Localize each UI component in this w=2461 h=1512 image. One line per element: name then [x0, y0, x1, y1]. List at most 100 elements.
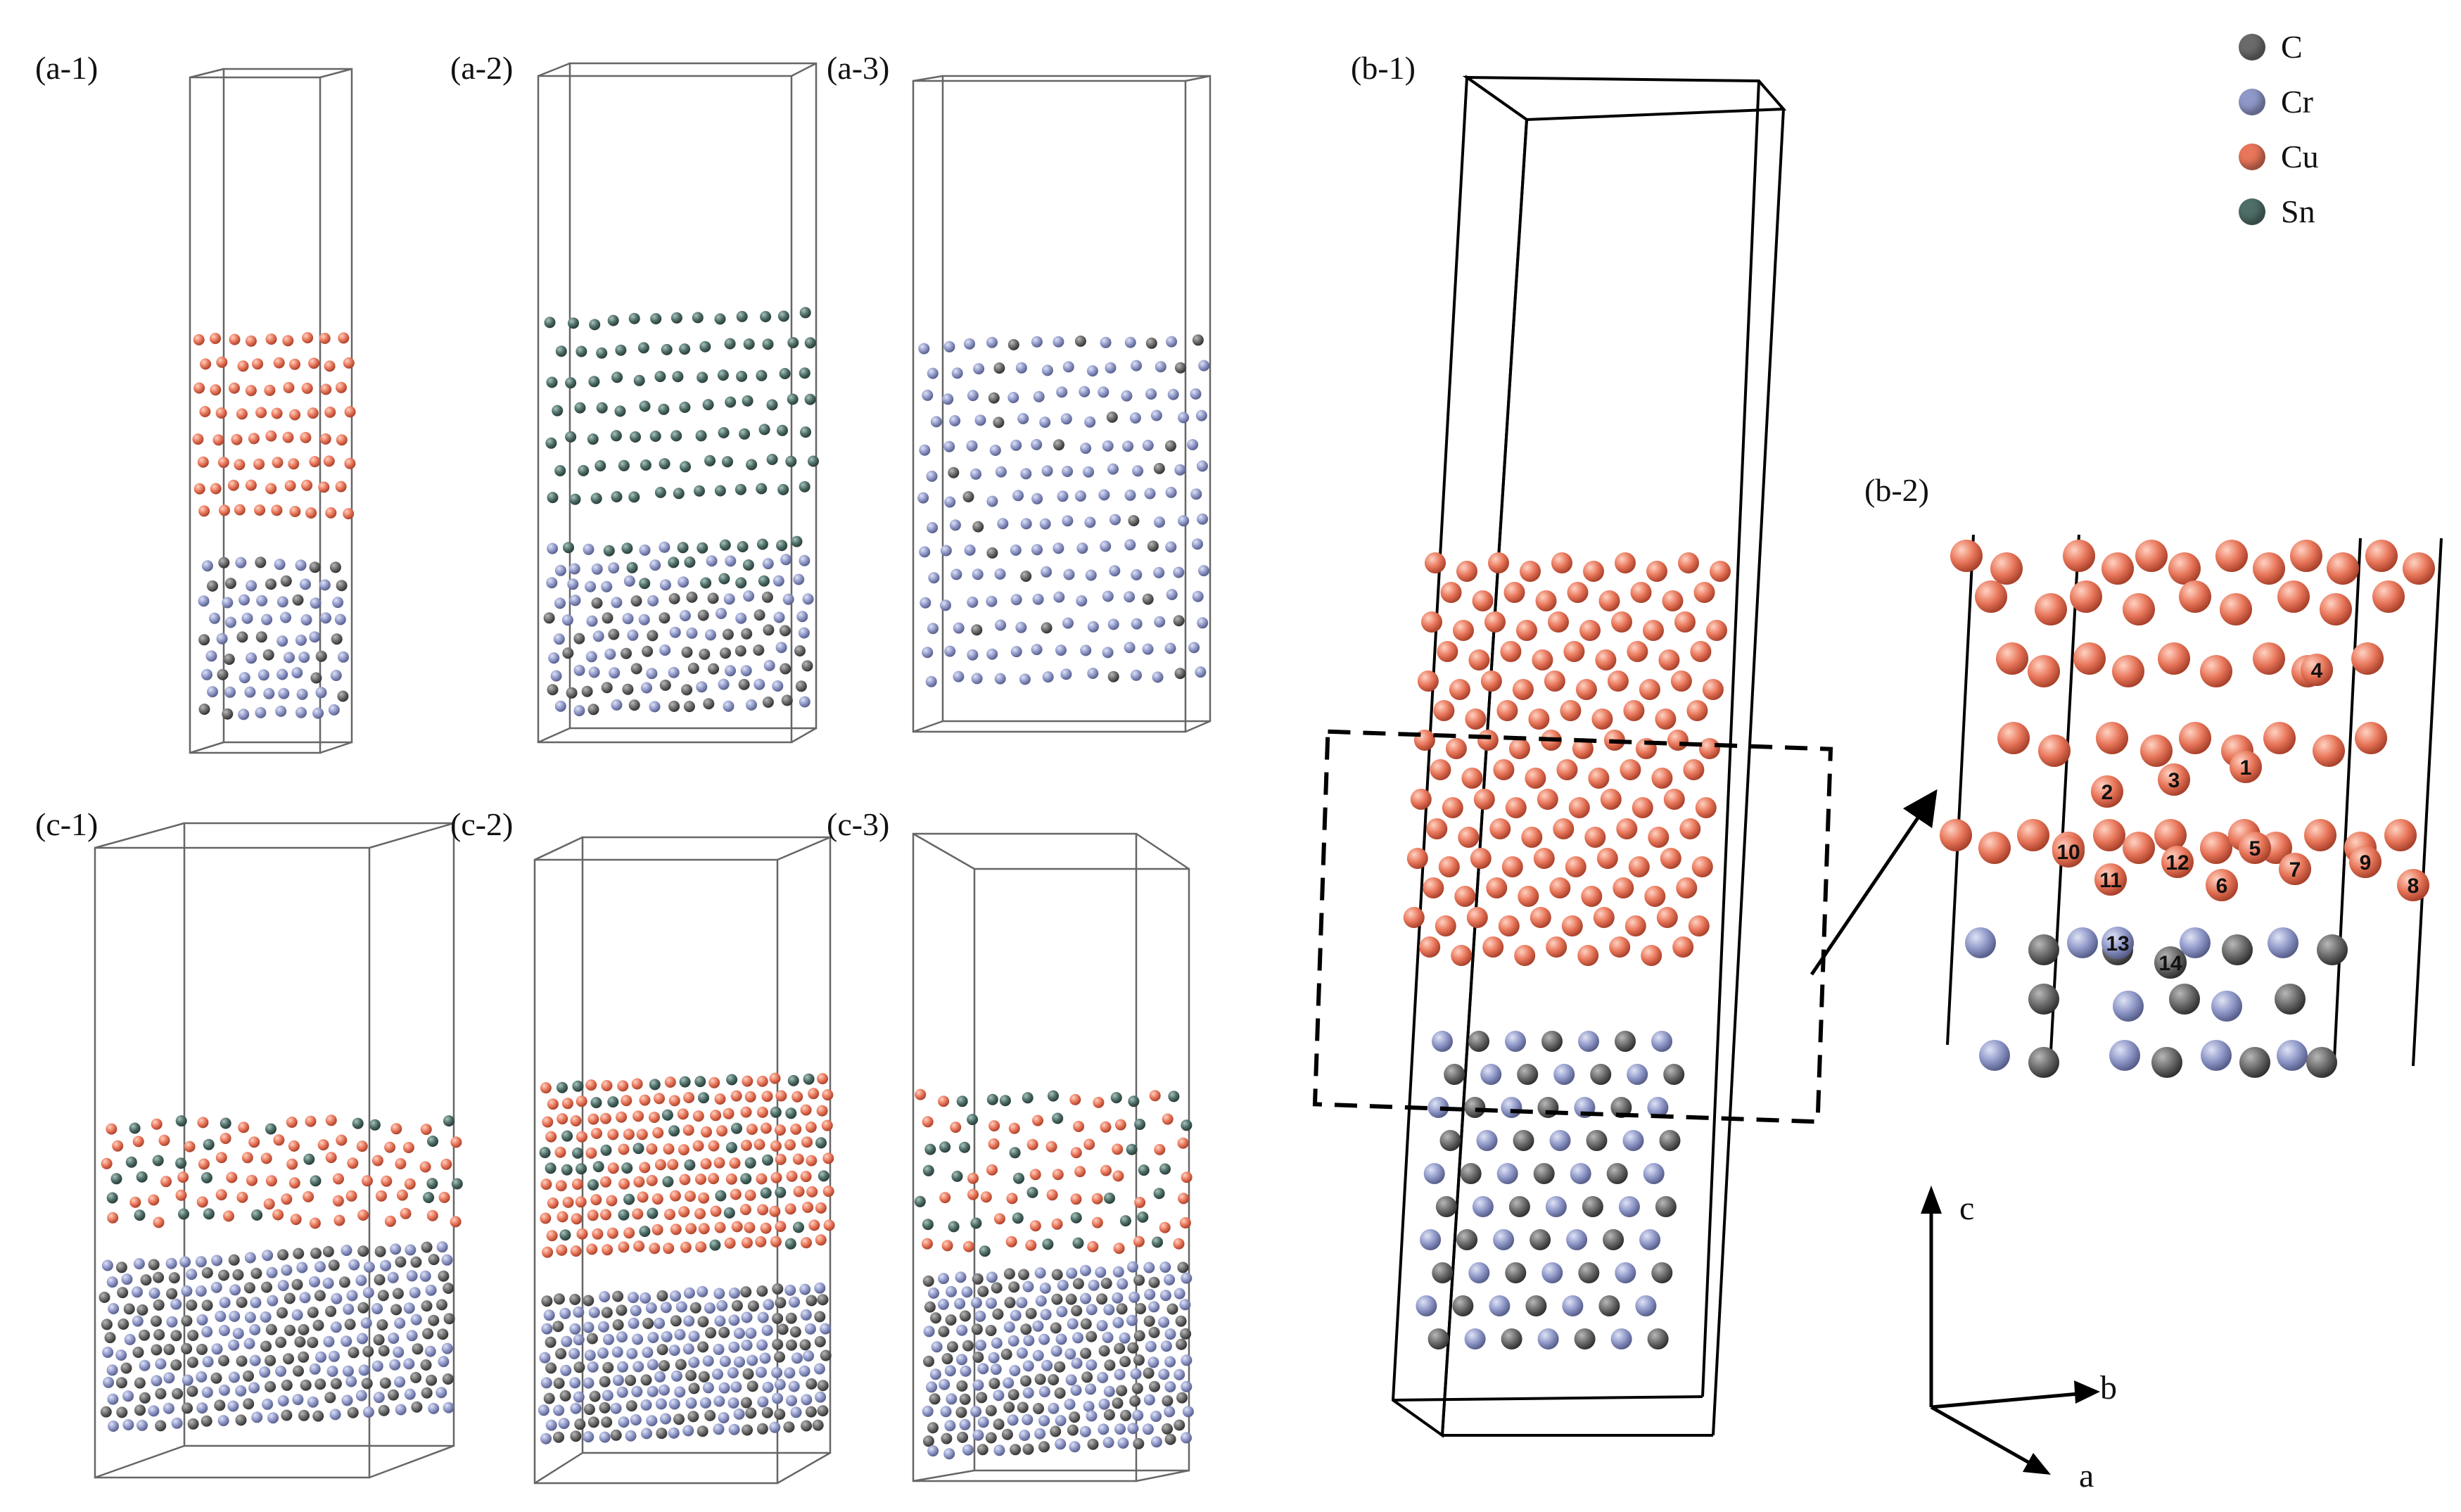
atom-cr: [587, 1361, 599, 1373]
atom-c: [223, 654, 235, 665]
atom-cu: [1178, 1193, 1190, 1205]
atom-c: [616, 1304, 628, 1316]
atom-sn: [658, 403, 670, 415]
atom-cu: [592, 1228, 604, 1240]
atom-cu: [575, 1196, 587, 1208]
atom-cr: [553, 1404, 565, 1416]
atom-cu: [336, 434, 348, 446]
atom-cu: [289, 409, 301, 421]
atom-sn: [621, 542, 633, 554]
atom-cr: [1016, 1347, 1028, 1359]
atom-sn: [777, 310, 789, 322]
atom-cu: [219, 504, 230, 516]
atom-sn: [1119, 1215, 1131, 1227]
atom-cr: [545, 1419, 557, 1431]
atom-cr: [974, 1310, 986, 1322]
atom-cu: [1421, 611, 1442, 633]
atom-cu: [271, 407, 283, 419]
atom-cu: [305, 507, 317, 519]
atom-cu: [1679, 818, 1701, 839]
atom-cr: [182, 1374, 193, 1386]
atom-cu: [1620, 759, 1641, 780]
atom-cu: [2215, 540, 2248, 572]
atom-cu: [1100, 1164, 1112, 1176]
atom-cu: [343, 508, 355, 520]
atom-cr: [388, 1333, 400, 1344]
atom-cr: [1031, 493, 1043, 504]
atom-cr: [1102, 1331, 1114, 1343]
atom-cr: [217, 1415, 229, 1427]
atom-sn: [698, 1092, 709, 1104]
atom-cu: [1579, 620, 1601, 641]
atom-cr: [244, 1311, 256, 1323]
atom-cu: [1006, 1193, 1018, 1205]
atom-c: [309, 561, 321, 573]
atom-cr: [706, 555, 718, 567]
atom-cr: [1109, 514, 1121, 526]
atom-c: [547, 684, 559, 696]
atom-cu: [1461, 768, 1483, 789]
atom-cr: [713, 1343, 725, 1355]
atom-c: [281, 1409, 293, 1421]
atom-cu: [1114, 1119, 1126, 1131]
atom-cu: [107, 1212, 119, 1224]
atom-cr: [1493, 1229, 1515, 1250]
atom-cu: [670, 1224, 682, 1235]
atom-cu: [729, 1157, 741, 1169]
atom-cr: [716, 607, 727, 619]
atom-c: [799, 1339, 811, 1351]
atom-cr: [1056, 386, 1068, 398]
atom-c: [946, 1341, 958, 1353]
atom-cr: [601, 580, 613, 592]
atom-cr: [1022, 1387, 1034, 1399]
atom-cr: [406, 1330, 418, 1342]
atom-cr: [309, 631, 321, 643]
atom-cu: [967, 1172, 979, 1184]
atom-c: [187, 1330, 199, 1341]
atom-sn: [1138, 1164, 1150, 1176]
atom-sn: [717, 369, 729, 381]
atom-c: [659, 679, 671, 691]
atom-cr: [610, 1402, 622, 1414]
atom-cr: [725, 555, 737, 567]
atom-sn: [799, 367, 810, 379]
atom-c: [930, 1312, 941, 1324]
atom-cu: [1624, 915, 1646, 936]
atom-cr: [970, 468, 981, 480]
atom-cr: [674, 1328, 686, 1340]
atom-c: [182, 1402, 193, 1414]
atom-cr: [358, 1364, 370, 1376]
atom-c: [569, 1293, 581, 1305]
atom-c: [1655, 1196, 1677, 1217]
atom-cu: [307, 407, 319, 419]
atom-cu: [2403, 552, 2435, 585]
atom-cr: [611, 1346, 623, 1358]
atom-cr: [1154, 616, 1166, 628]
atom-sn: [659, 458, 670, 470]
atom-c: [1501, 1328, 1522, 1349]
axes-triad: [1921, 1186, 2100, 1475]
atom-cr: [1965, 927, 1996, 958]
atom-cr: [249, 1354, 261, 1366]
atom-cu: [680, 1241, 692, 1253]
atom-cu: [245, 335, 257, 347]
atom-cr: [940, 545, 952, 557]
atom-cu: [1646, 561, 1667, 582]
atom-cr: [1034, 1267, 1046, 1279]
atom-c: [1020, 571, 1032, 582]
atom-cr: [1080, 443, 1092, 455]
atom-cr: [1085, 569, 1097, 581]
atom-sn: [1159, 1163, 1171, 1175]
atom-cu: [601, 1080, 613, 1091]
atom-c: [1119, 1356, 1131, 1368]
atom-cr: [1117, 1278, 1128, 1290]
atom-c: [697, 1341, 709, 1353]
atom-cu: [376, 1190, 387, 1202]
atom-c: [139, 1329, 151, 1341]
atom-cr: [241, 612, 253, 624]
legend-label: Cr: [2281, 84, 2313, 120]
atom-c: [993, 362, 1005, 374]
atom-cr: [622, 613, 634, 625]
atom-sn: [779, 368, 791, 379]
atom-cu: [822, 1186, 834, 1197]
